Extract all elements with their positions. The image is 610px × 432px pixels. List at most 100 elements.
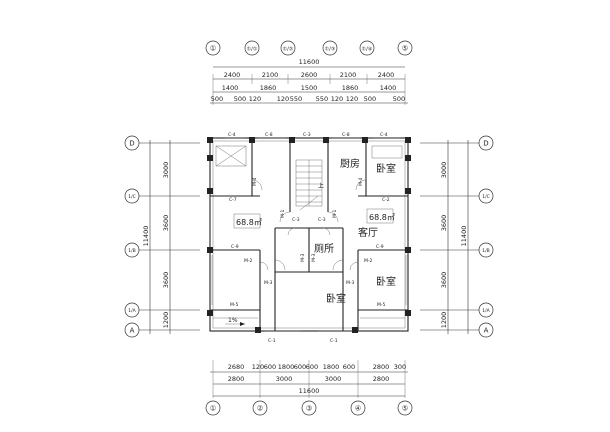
tag: C-9	[376, 244, 384, 250]
tag: M-3	[346, 280, 355, 286]
room-bedroom-ne: 卧室	[376, 162, 396, 175]
axis-label: 1/A	[128, 308, 136, 314]
dim-bottom: 3000	[325, 375, 342, 383]
dim-top: 2100	[340, 71, 357, 79]
dim-top: 550	[290, 95, 302, 103]
tag: M-5	[377, 302, 386, 308]
axis-label: D	[483, 140, 488, 148]
area-labels: 68.8㎡ 68.8㎡	[233, 208, 395, 229]
axis-circle	[359, 40, 375, 56]
room-kitchen: 厨房	[340, 157, 360, 170]
axis-label: ①/③	[325, 47, 336, 53]
dim-right: 3600	[440, 272, 448, 289]
dim-left: 1200	[162, 312, 170, 329]
axis-label: ①	[210, 405, 216, 413]
tag: C-3	[318, 217, 326, 223]
axis-label: ⑤	[402, 45, 408, 53]
room-toilet: 厕所	[314, 243, 334, 255]
dim-top: 500	[211, 95, 223, 103]
dim-right-total: 11400	[460, 226, 468, 247]
dim-bottom: 600	[343, 363, 355, 371]
area-right: 68.8㎡	[369, 213, 395, 222]
axis-label: 1/B	[482, 248, 489, 254]
tag: M-2	[364, 258, 373, 264]
dim-top: 500	[364, 95, 376, 103]
dim-bottom: 2680	[228, 363, 245, 371]
tag: C-9	[231, 244, 239, 250]
axis-label: 1/A	[482, 308, 490, 314]
dim-top: 550	[316, 95, 328, 103]
axis-circle	[397, 40, 413, 56]
dim-top: 1500	[301, 84, 318, 92]
area-left: 68.8㎡	[236, 218, 262, 227]
component-tags: C-4 C-8 C-3 C-8 C-4 C-7 C-2 C-9 C-9 M-5 …	[228, 132, 390, 344]
room-bedroom-se: 卧室	[376, 275, 396, 288]
axis-label: 1/C	[128, 194, 136, 200]
dim-top: 120	[331, 95, 343, 103]
axis-label: A	[484, 327, 489, 335]
axis-circle	[280, 40, 296, 56]
tag-up: 上	[318, 182, 324, 190]
dim-top: 120	[277, 95, 289, 103]
axis-label: A	[130, 327, 135, 335]
dim-top: 120	[249, 95, 261, 103]
dim-top: 2600	[301, 71, 318, 79]
tag: M-1	[332, 209, 338, 218]
dim-bottom: 300	[394, 363, 406, 371]
dim-bottom: 1800	[278, 363, 295, 371]
dim-top: 2400	[224, 71, 241, 79]
tag: M-1	[280, 209, 286, 218]
tag: C-2	[382, 197, 390, 203]
tag: M-3	[311, 253, 317, 262]
dim-top: 500	[393, 95, 405, 103]
axis-label: ①/②	[283, 47, 294, 53]
dim-top: 2100	[262, 71, 279, 79]
axis-circle	[205, 40, 221, 56]
tag: C-8	[265, 132, 273, 138]
bottom-dimensions: 2680 120 600 1800 600 600 1800 600 2800 …	[210, 360, 408, 398]
dim-bottom: 3000	[276, 375, 293, 383]
tag: M-2	[244, 258, 253, 264]
tag: C-3	[303, 132, 311, 138]
axis-label: D	[129, 140, 134, 148]
dim-bottom: 1800	[323, 363, 340, 371]
dim-left: 3000	[162, 162, 170, 179]
axis-label: ②	[257, 405, 263, 413]
axis-label: ③	[306, 405, 312, 413]
dim-top: 1400	[222, 84, 239, 92]
dim-left: 3600	[162, 272, 170, 289]
dim-bottom: 2800	[373, 363, 390, 371]
tag: M-3	[264, 280, 273, 286]
dim-bottom: 2800	[228, 375, 245, 383]
dim-top: 1860	[260, 84, 277, 92]
tag: C-1	[330, 338, 338, 344]
top-dimensions: 11600 2400 2100 2600 2100 2400 1400 1860…	[210, 58, 408, 105]
tag: C-3	[292, 217, 300, 223]
tag: M-4	[252, 177, 258, 186]
tag: C-7	[229, 197, 237, 203]
tag: M-5	[230, 302, 239, 308]
dim-bottom: 2800	[373, 375, 390, 383]
left-axis-markers: D 1/C 1/B 1/A A 3000 3600 3600 1200 1140…	[124, 135, 200, 338]
dim-right: 1200	[440, 312, 448, 329]
axis-label: 1/B	[128, 248, 135, 254]
dim-bottom: 120	[252, 363, 264, 371]
room-living: 客厅	[358, 226, 378, 239]
dim-top: 1400	[380, 84, 397, 92]
dim-top: 500	[234, 95, 246, 103]
dim-bottom: 600	[294, 363, 306, 371]
axis-label: 1/C	[482, 194, 490, 200]
plan-walls	[207, 137, 411, 333]
tag-slope: 1%	[228, 317, 238, 324]
dim-right: 3000	[440, 162, 448, 179]
tag: C-1	[268, 338, 276, 344]
tag: M-4	[358, 177, 364, 186]
axis-circle	[244, 40, 260, 56]
dim-top: 2400	[378, 71, 395, 79]
axis-label: ⑤	[402, 405, 408, 413]
axis-circle	[322, 40, 338, 56]
dim-left-total: 11400	[142, 226, 150, 247]
room-bedroom-s: 卧室	[326, 292, 346, 305]
tag: M-3	[300, 253, 306, 262]
dim-left: 3600	[162, 215, 170, 232]
